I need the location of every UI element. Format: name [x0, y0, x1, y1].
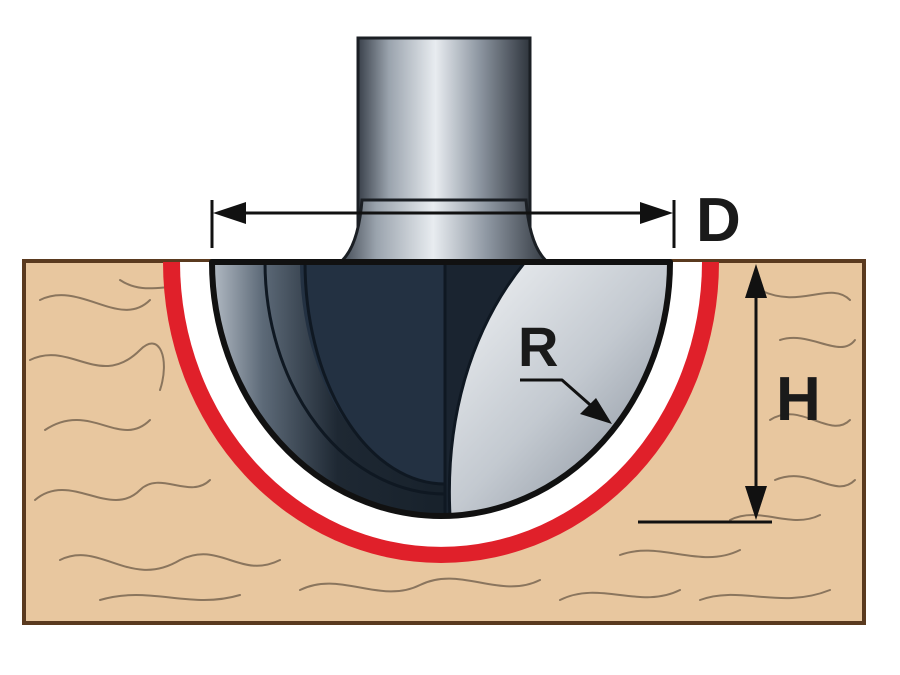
radius-arrow [520, 378, 612, 424]
radius-label: R [518, 315, 558, 378]
shank-fillet [333, 198, 555, 266]
wood-grain [29, 279, 856, 601]
height-label: H [776, 365, 821, 434]
height-dimension [638, 264, 772, 524]
diameter-label: D [696, 186, 741, 255]
diameter-dimension [210, 200, 676, 248]
